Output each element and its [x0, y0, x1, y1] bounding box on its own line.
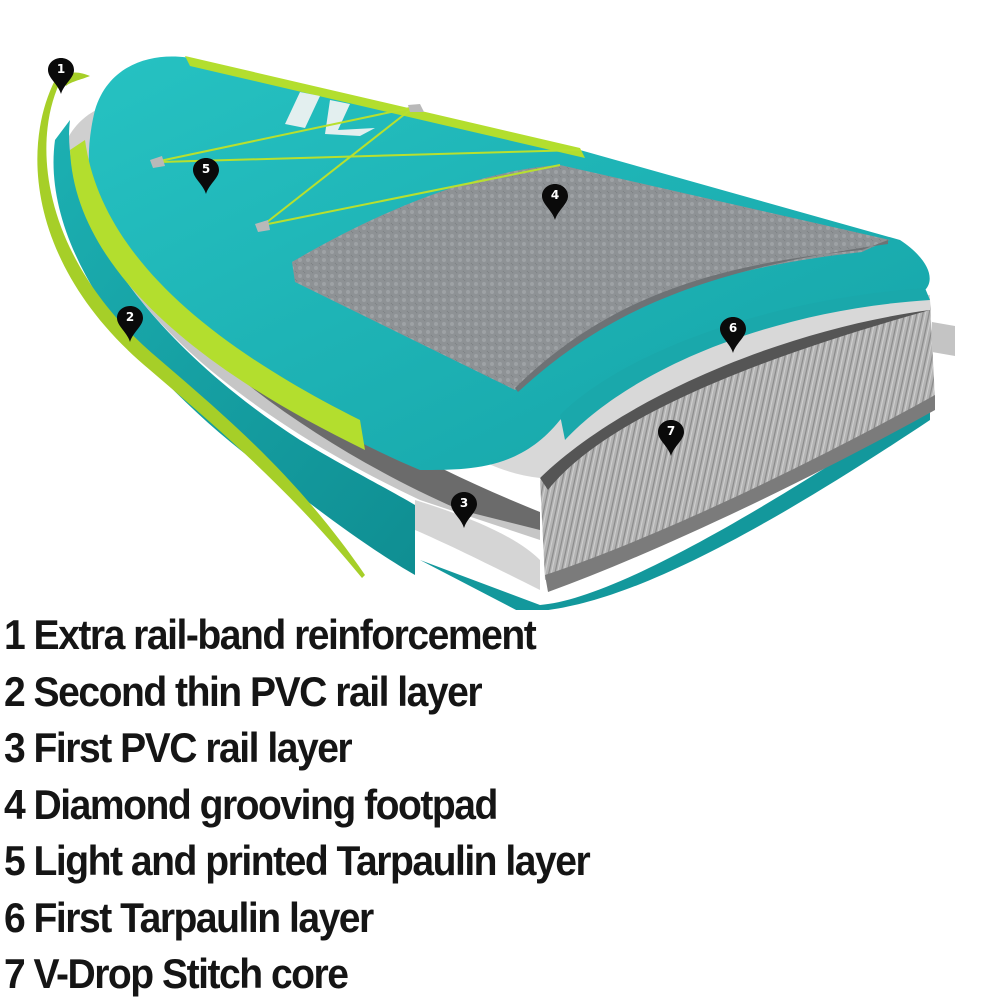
legend-number: 4 — [4, 780, 26, 828]
legend-label: Second thin PVC rail layer — [33, 667, 483, 715]
drop-stitch-core — [540, 300, 935, 580]
legend-number: 6 — [4, 893, 26, 941]
marker-7: 7 — [658, 420, 684, 456]
legend-label: First Tarpaulin layer — [33, 893, 375, 941]
legend-number: 1 — [4, 611, 26, 658]
legend-label: Extra rail-band reinforcement — [33, 611, 537, 658]
bungee-anchors — [150, 104, 424, 232]
lime-top-edge — [185, 56, 585, 158]
marker-number: 6 — [728, 321, 738, 335]
marker-4: 4 — [542, 184, 568, 220]
lime-rail-strip — [70, 140, 365, 450]
legend-number: 7 — [4, 950, 26, 997]
marker-6: 6 — [720, 317, 746, 353]
map-pin-icon — [720, 317, 746, 353]
logo-mark-left — [285, 92, 320, 128]
bungee-cords — [154, 107, 581, 227]
diamond-grooving-footpad — [292, 165, 890, 390]
legend-label: First PVC rail layer — [33, 724, 353, 771]
legend-label: V-Drop Stitch core — [33, 950, 349, 997]
map-pin-icon — [658, 420, 684, 456]
marker-number: 7 — [666, 424, 676, 438]
map-pin-icon — [451, 492, 477, 528]
map-pin-icon — [542, 184, 568, 220]
legend-label: Diamond grooving footpad — [33, 780, 499, 828]
map-pin-icon — [117, 306, 143, 342]
marker-3: 3 — [451, 492, 477, 528]
tarpaulin-teal-edge — [560, 288, 930, 440]
marker-number: 2 — [125, 310, 135, 324]
marker-1: 1 — [48, 58, 74, 94]
second-pvc-rail-teal — [53, 120, 415, 575]
marker-2: 2 — [117, 306, 143, 342]
legend-number: 2 — [4, 667, 26, 715]
marker-5: 5 — [193, 158, 219, 194]
marker-number: 5 — [201, 162, 211, 176]
core-top-mesh — [540, 298, 930, 490]
marker-number: 4 — [550, 188, 560, 202]
map-pin-icon — [48, 58, 74, 94]
core-bottom-skin — [545, 395, 935, 592]
legend-number: 3 — [4, 724, 26, 771]
board-layers-graphic — [37, 56, 955, 612]
marker-number: 1 — [56, 62, 66, 76]
legend-label: Light and printed Tarpaulin layer — [33, 837, 591, 884]
valve-tab — [932, 322, 955, 356]
marker-number: 3 — [459, 496, 469, 510]
pvc-rail-light2 — [415, 500, 540, 590]
paddle-board-illustration — [37, 56, 955, 612]
logo-mark-right — [325, 100, 375, 136]
legend-number: 5 — [4, 837, 26, 884]
map-pin-icon — [193, 158, 219, 194]
